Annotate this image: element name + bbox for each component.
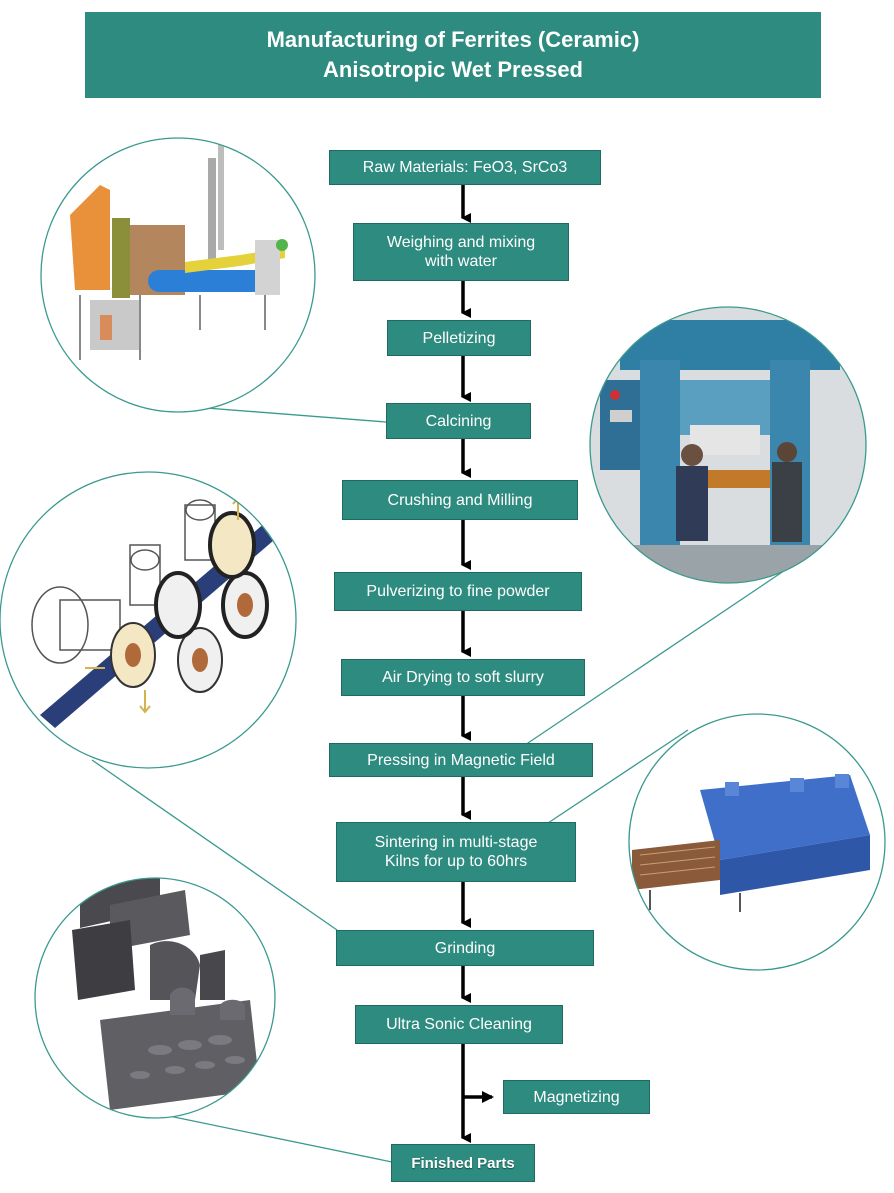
step-calcining: Calcining <box>386 403 531 439</box>
step-finished-parts-label: Finished Parts <box>411 1154 515 1172</box>
step-weighing-mixing-label-1: Weighing and mixing <box>386 234 536 251</box>
step-sintering-label-2: Kilns for up to 60hrs <box>384 853 528 870</box>
sintering-kiln-photo <box>628 713 886 971</box>
title-banner: Manufacturing of Ferrites (Ceramic) Anis… <box>85 12 821 98</box>
step-calcining-label: Calcining <box>425 412 492 430</box>
calcining-plant-illustration <box>40 137 316 413</box>
step-pelletizing-label: Pelletizing <box>422 329 496 347</box>
magnetic-press-photo <box>589 306 867 584</box>
step-grinding-label: Grinding <box>434 939 496 957</box>
step-magnetizing-label: Magnetizing <box>533 1088 620 1106</box>
step-magnetizing: Magnetizing <box>503 1080 650 1114</box>
grinding-machine-illustration <box>0 471 297 769</box>
step-sintering: Sintering in multi-stage Kilns for up to… <box>336 822 576 882</box>
step-raw-materials: Raw Materials: FeO3, SrCo3 <box>329 150 601 185</box>
step-weighing-mixing: Weighing and mixing with water <box>353 223 569 281</box>
step-ultrasonic-cleaning-label: Ultra Sonic Cleaning <box>386 1016 532 1033</box>
step-pressing: Pressing in Magnetic Field <box>329 743 593 777</box>
connector-sintering <box>544 729 689 826</box>
step-pelletizing: Pelletizing <box>387 320 531 356</box>
connector-lines <box>91 403 819 1163</box>
step-crushing-milling-label: Crushing and Milling <box>387 491 533 509</box>
step-finished-parts: Finished Parts <box>391 1144 535 1182</box>
title-line-2: Anisotropic Wet Pressed <box>323 57 583 82</box>
connector-grinding <box>91 759 338 931</box>
step-pulverizing: Pulverizing to fine powder <box>334 572 582 611</box>
connector-finished <box>139 1109 393 1163</box>
step-raw-materials-label: Raw Materials: FeO3, SrCo3 <box>362 159 568 176</box>
step-air-drying: Air Drying to soft slurry <box>341 659 585 696</box>
finished-ferrite-parts-photo <box>34 877 276 1119</box>
step-grinding: Grinding <box>336 930 594 966</box>
title-line-1: Manufacturing of Ferrites (Ceramic) <box>266 27 640 52</box>
step-weighing-mixing-label-2: with water <box>424 253 498 270</box>
step-pressing-label: Pressing in Magnetic Field <box>367 751 555 769</box>
step-sintering-label-1: Sintering in multi-stage <box>374 834 538 851</box>
step-ultrasonic-cleaning: Ultra Sonic Cleaning <box>355 1005 563 1044</box>
connector-pressing <box>524 547 819 746</box>
step-pulverizing-label: Pulverizing to fine powder <box>366 583 550 600</box>
step-air-drying-label: Air Drying to soft slurry <box>382 669 544 686</box>
flow-arrows <box>461 185 494 1143</box>
step-crushing-milling: Crushing and Milling <box>342 480 578 520</box>
